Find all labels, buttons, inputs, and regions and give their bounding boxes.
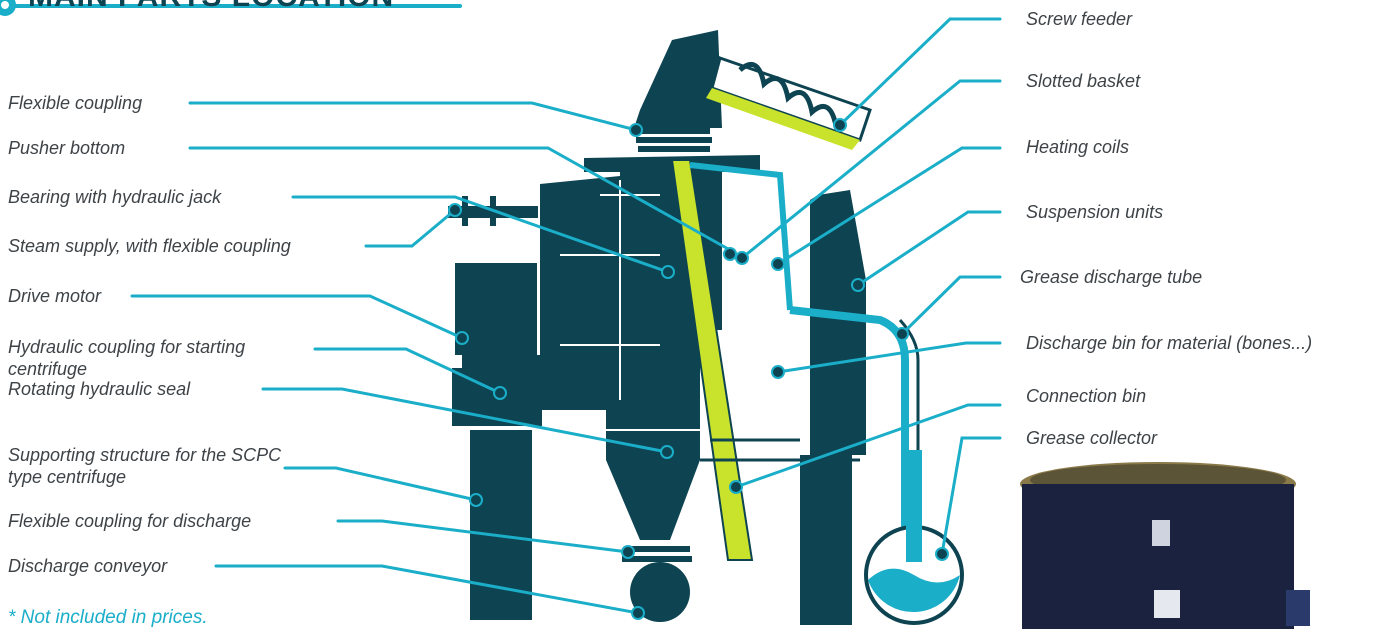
- label-pusher-bottom: Pusher bottom: [8, 137, 125, 159]
- label-heating-coils: Heating coils: [1026, 136, 1129, 158]
- label-discharge-bin: Discharge bin for material (bones...): [1026, 332, 1312, 354]
- label-grease-discharge-tube: Grease discharge tube: [1020, 266, 1202, 288]
- label-connection-bin: Connection bin: [1026, 385, 1146, 407]
- price-note: * Not included in prices.: [8, 607, 208, 629]
- label-slotted-basket: Slotted basket: [1026, 70, 1140, 92]
- label-drive-motor: Drive motor: [8, 285, 101, 307]
- screw-feeder-art: [706, 58, 870, 150]
- label-discharge-conveyor: Discharge conveyor: [8, 555, 167, 577]
- label-grease-collector: Grease collector: [1026, 427, 1157, 449]
- label-supporting-structure: Supporting structure for the SCPC type c…: [8, 444, 298, 488]
- label-rotating-hydraulic-seal: Rotating hydraulic seal: [8, 378, 190, 400]
- label-steam-supply: Steam supply, with flexible coupling: [8, 235, 291, 257]
- label-flexible-coupling: Flexible coupling: [8, 92, 142, 114]
- label-screw-feeder: Screw feeder: [1026, 8, 1132, 30]
- label-hydraulic-coupling: Hydraulic coupling for starting centrifu…: [8, 336, 308, 380]
- grease-collector-art: [866, 450, 962, 623]
- label-suspension-units: Suspension units: [1026, 201, 1163, 223]
- label-bearing-hydraulic-jack: Bearing with hydraulic jack: [8, 186, 221, 208]
- label-flexible-coupling-discharge: Flexible coupling for discharge: [8, 510, 251, 532]
- grease-collector-photo: [1012, 460, 1310, 629]
